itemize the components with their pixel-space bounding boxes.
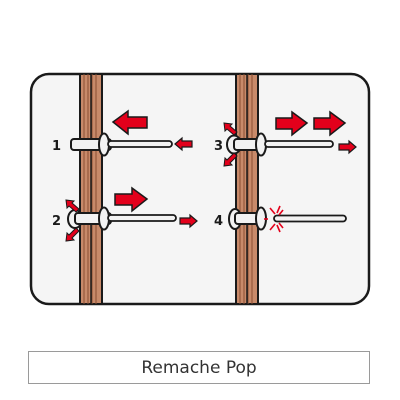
flare-up-arrow-icon	[65, 199, 80, 213]
break-burst-icon	[264, 205, 284, 233]
step-1-number: 1	[52, 139, 61, 154]
small-arrow-icon	[338, 139, 357, 155]
push-arrow-icon	[313, 110, 347, 137]
mandrel	[107, 214, 177, 222]
step-2: 2	[52, 186, 198, 242]
mandrel	[264, 140, 334, 148]
step-4: 4	[214, 205, 347, 233]
push-arrow-icon	[275, 110, 309, 137]
push-arrow-icon	[114, 186, 149, 213]
step-2-number: 2	[52, 214, 61, 229]
caption-text: Remache Pop	[141, 357, 257, 378]
flare-up-arrow-icon	[223, 122, 238, 136]
step-4-number: 4	[214, 214, 223, 229]
pop-rivet-diagram: 1 2 3	[29, 72, 371, 306]
diagram-panel	[29, 72, 371, 306]
small-arrow-icon	[174, 136, 193, 152]
step-3-number: 3	[214, 139, 223, 154]
right-wall	[235, 73, 259, 305]
flare-down-arrow-icon	[65, 227, 80, 242]
small-arrow-icon	[179, 213, 198, 229]
left-wall	[79, 73, 103, 305]
mandrel	[107, 140, 173, 148]
step-1: 1	[52, 109, 193, 157]
mandrel	[273, 214, 347, 223]
caption-box: Remache Pop	[28, 351, 370, 384]
push-arrow-icon	[111, 109, 148, 136]
flare-down-arrow-icon	[223, 152, 238, 167]
step-3: 3	[214, 110, 357, 167]
